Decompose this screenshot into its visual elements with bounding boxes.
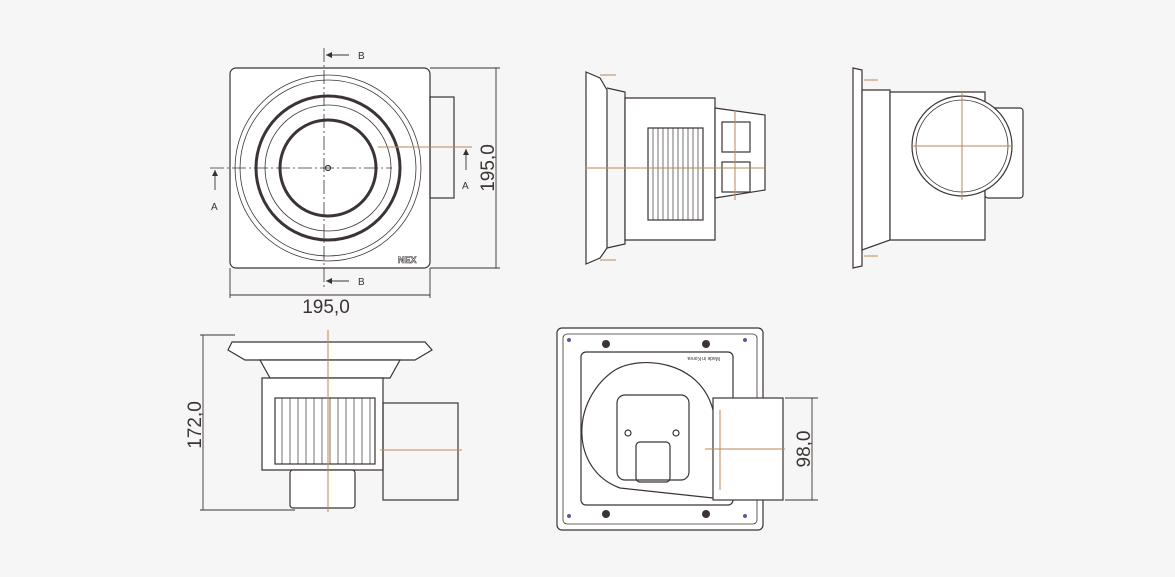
body-front (861, 89, 891, 251)
impeller (274, 397, 376, 465)
side-view (852, 67, 1024, 269)
section-a-label-right: A (462, 181, 469, 192)
housing (261, 377, 384, 471)
arrowhead (326, 278, 332, 284)
duct-dimension-text: 98,0 (794, 431, 815, 468)
section-b-label-top: B (358, 51, 365, 62)
grille-flange (227, 341, 433, 361)
motor (289, 469, 356, 509)
impeller (647, 127, 704, 221)
nex-logo: NEX (398, 255, 417, 265)
arrowhead (463, 149, 469, 155)
arrowhead (326, 52, 332, 58)
scroll-housing (581, 361, 714, 499)
mounting-holes (567, 338, 747, 518)
motor-housing (624, 97, 716, 241)
motor-block (721, 161, 751, 193)
impeller-blades (281, 398, 371, 464)
screw (672, 429, 680, 437)
front-view: B B A A NEX 195,0 195,0 (210, 48, 500, 318)
made-in-korea-marking: Made in Korea (687, 355, 720, 361)
side-section-view (585, 71, 766, 265)
section-b-label-bottom: B (358, 277, 365, 288)
motor-block (721, 121, 751, 153)
section-view-b: 172,0 (185, 330, 462, 512)
motor-cover (616, 394, 690, 481)
motor-cap (635, 441, 671, 483)
section-a-label-left: A (211, 202, 218, 213)
arrowhead (212, 170, 218, 176)
grille-body (258, 359, 402, 379)
width-dimension-text: 195,0 (302, 297, 350, 318)
rear-view: Made in Korea 98,0 (556, 327, 818, 531)
screw (624, 429, 632, 437)
height-dimension-text: 172,0 (185, 401, 206, 449)
duct-outlet (382, 402, 459, 501)
flange (852, 67, 863, 269)
height-dimension-text: 195,0 (478, 144, 499, 192)
impeller-blades (652, 128, 699, 220)
